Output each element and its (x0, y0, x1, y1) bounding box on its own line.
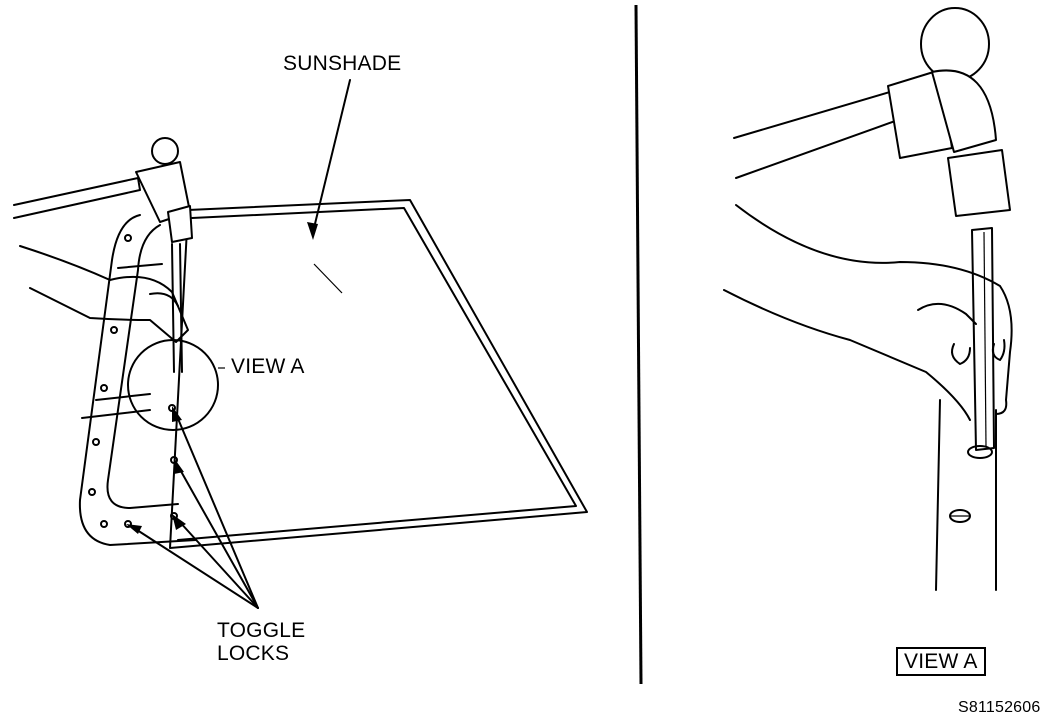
hammer-left (13, 137, 193, 243)
figure-code: S81152606 (958, 699, 1041, 716)
punch-left (171, 243, 183, 373)
sunshade-label: SUNSHADE (283, 52, 402, 75)
sunshade-leader (307, 79, 351, 240)
toggle-lock (124, 520, 132, 528)
toggle-locks-line1: TOGGLE (217, 619, 306, 642)
punch-right (971, 227, 995, 451)
view-a-callout-circle (127, 339, 219, 431)
toggle-lock-leaders (126, 406, 259, 609)
toggle-locks-label: TOGGLE LOCKS (217, 619, 305, 665)
toggle-locks-line2: LOCKS (217, 642, 290, 665)
hand-right (723, 204, 1013, 421)
mounting-rail (78, 214, 197, 546)
hand-left (19, 245, 189, 343)
rail-right (935, 399, 997, 591)
view-a-boxed-label: VIEW A (896, 647, 986, 676)
panel-divider (634, 4, 643, 685)
view-a-label: VIEW A (231, 355, 305, 378)
hammer-right (733, 7, 1011, 217)
sunshade-panel (169, 199, 588, 549)
